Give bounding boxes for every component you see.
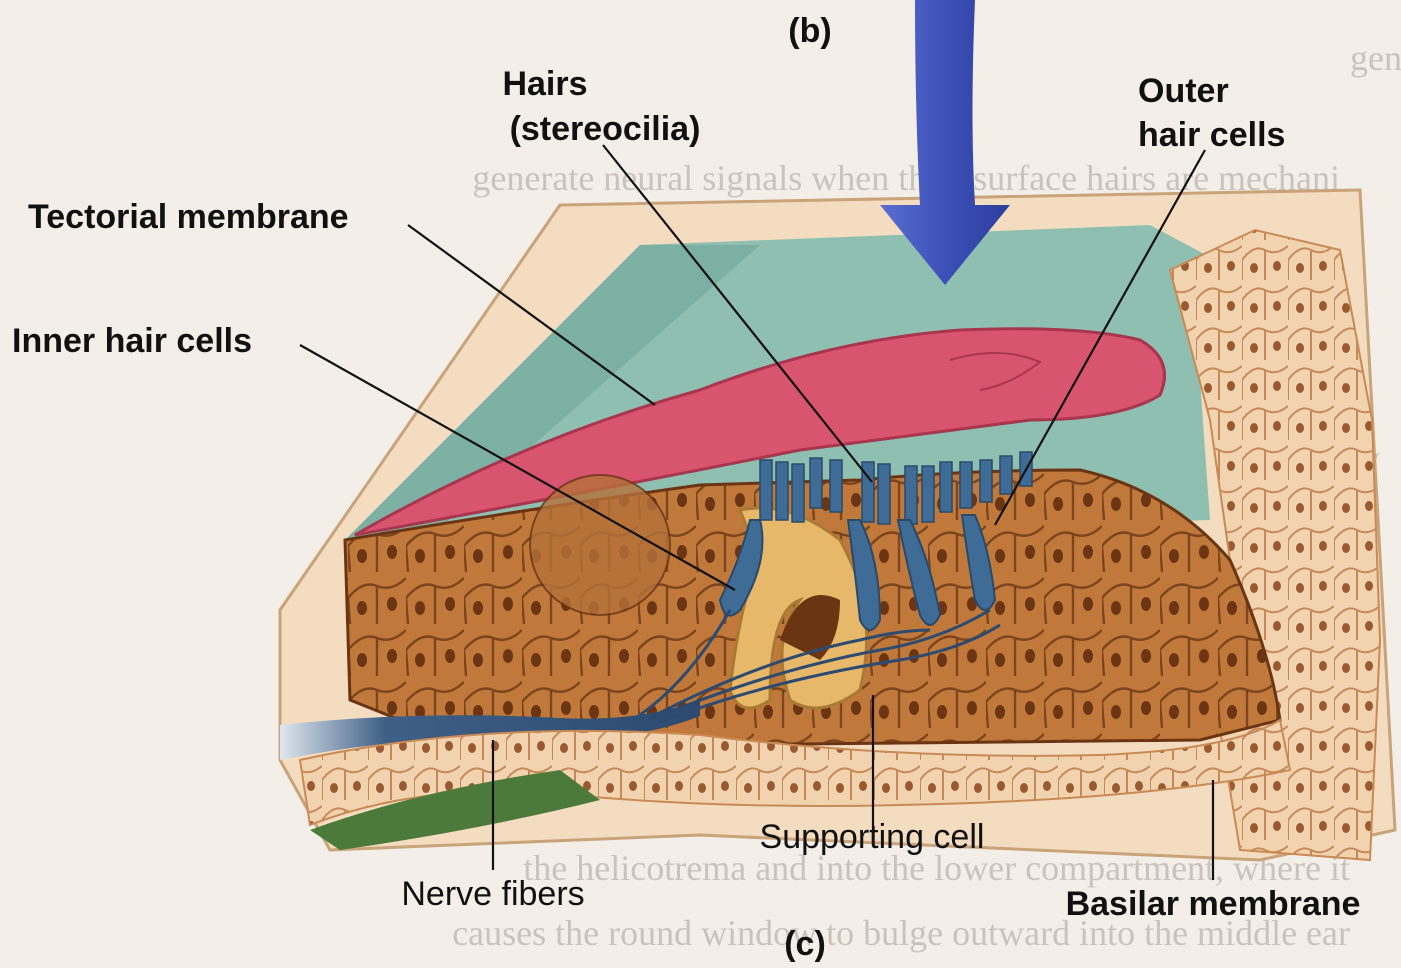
label-tectorial-membrane: Tectorial membrane [28,198,349,236]
label-hairs-line1: Hairs [502,65,587,103]
label-hairs-line2: (stereocilia) [510,110,701,148]
label-inner-hair-cells: Inner hair cells [12,322,252,360]
label-c: (c) [784,925,826,963]
label-outer-line2: hair cells [1138,116,1285,154]
svg-text:generate neural signals when t: generate neural signals when their surfa… [1350,38,1401,78]
label-supporting-cell: Supporting cell [760,818,985,856]
label-outer-line1: Outer [1138,72,1229,110]
label-basilar-membrane: Basilar membrane [1066,885,1361,923]
label-b: (b) [788,12,831,50]
label-nerve-fibers: Nerve fibers [401,875,584,913]
